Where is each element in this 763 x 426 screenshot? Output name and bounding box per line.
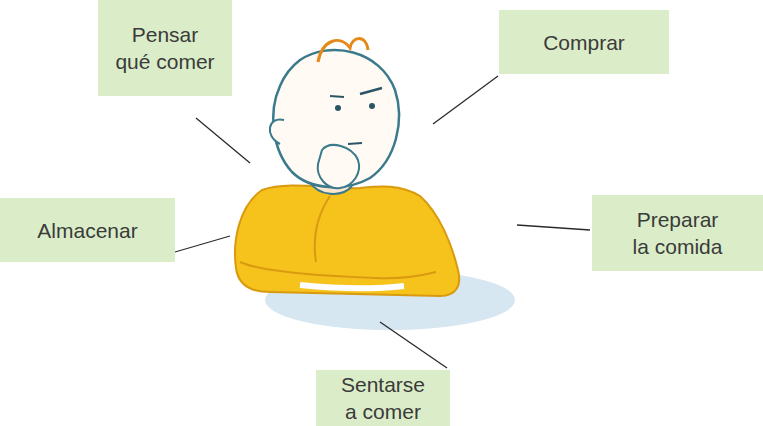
label-text: Comprar: [543, 29, 625, 56]
hair: [318, 39, 368, 63]
arm-line: [240, 262, 436, 278]
label-text: Sentarse a comer: [335, 371, 431, 425]
eye: [335, 105, 341, 111]
leader-line: [433, 76, 498, 124]
label-box: Almacenar: [0, 198, 175, 262]
leader-line: [380, 322, 447, 368]
leader-line: [196, 118, 250, 163]
forearm: [315, 196, 330, 262]
leader-line: [175, 236, 230, 252]
eye: [369, 103, 375, 109]
label-text: Almacenar: [37, 217, 137, 244]
mouth: [348, 143, 362, 144]
label-box: Comprar: [499, 10, 669, 74]
cuff: [300, 285, 404, 288]
label-box: Pensar qué comer: [98, 0, 232, 96]
brow: [330, 96, 344, 97]
label-text: Preparar la comida: [629, 206, 726, 260]
ear: [270, 119, 284, 144]
label-text: Pensar qué comer: [115, 21, 215, 75]
leader-line: [517, 225, 590, 230]
shirt: [235, 185, 459, 296]
brow: [360, 88, 382, 94]
label-box: Sentarse a comer: [316, 370, 450, 426]
hand: [318, 145, 359, 188]
label-box: Preparar la comida: [592, 195, 763, 271]
